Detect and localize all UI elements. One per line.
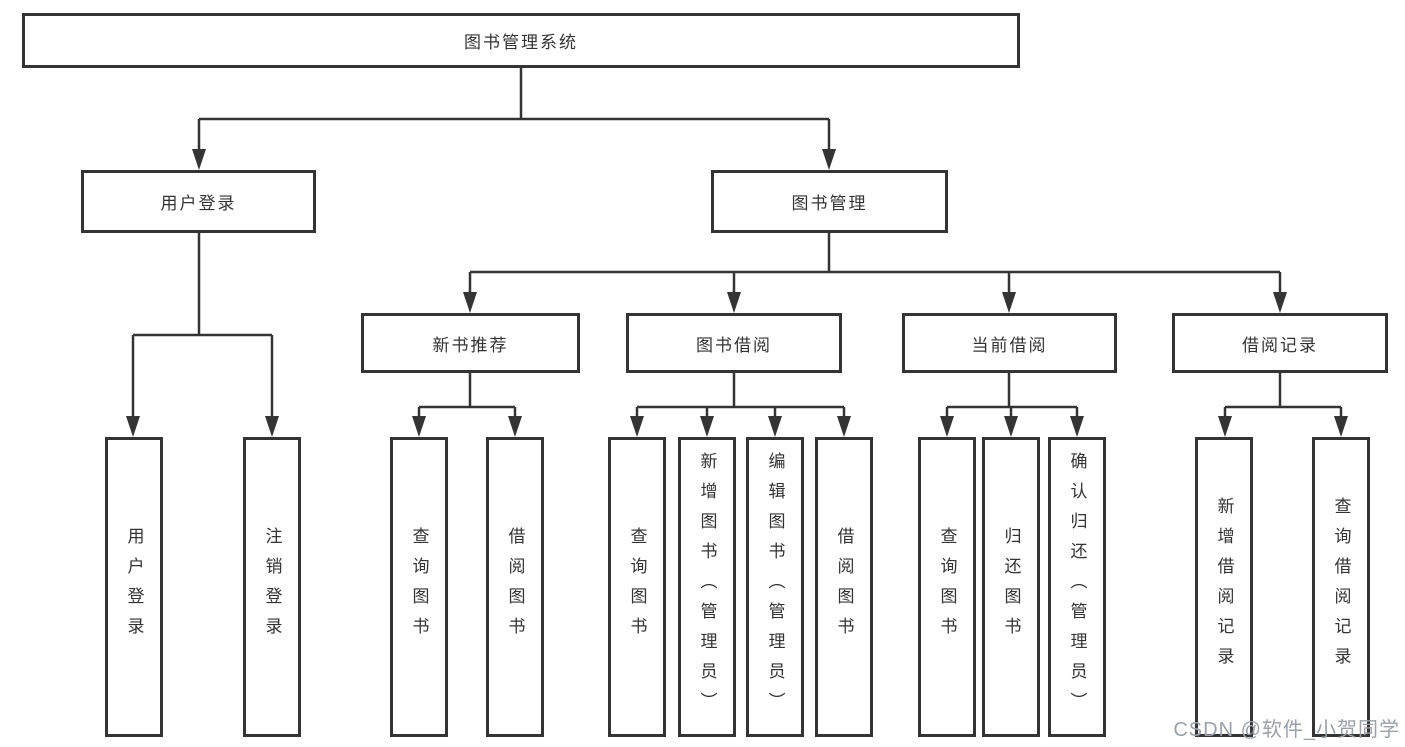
node-user-login: 用户登录: [81, 170, 316, 233]
arrow-icon: [1218, 416, 1232, 437]
connector-new-book-group: [417, 373, 517, 418]
connector-user-login-group: [131, 233, 274, 418]
arrow-icon: [508, 416, 522, 437]
leaf-borrow-book: 借阅图书: [815, 437, 873, 737]
arrow-icon: [412, 416, 426, 437]
leaf-label: 归还图书: [1001, 527, 1021, 647]
node-label: 当前借阅: [971, 335, 1048, 355]
leaf-label: 确认归还（管理员）: [1067, 452, 1087, 722]
node-label: 图书管理系统: [464, 33, 578, 52]
leaf-label: 借阅图书: [834, 527, 854, 647]
arrow-icon: [1273, 292, 1287, 313]
leaf-label: 借阅图书: [505, 527, 525, 647]
node-current-borrow: 当前借阅: [902, 313, 1117, 373]
leaf-query-book-current: 查询图书: [918, 437, 976, 737]
leaf-edit-book-admin: 编辑图书（管理员）: [746, 437, 804, 737]
arrow-icon: [463, 292, 477, 313]
arrow-icon: [1004, 416, 1018, 437]
node-label: 图书管理: [791, 194, 868, 213]
arrow-icon: [192, 149, 206, 170]
arrow-icon: [630, 416, 644, 437]
node-borrow-record: 借阅记录: [1172, 313, 1388, 373]
leaf-query-book-recommend: 查询图书: [390, 437, 448, 737]
leaf-label: 用户登录: [124, 527, 144, 647]
leaf-query-book-borrow: 查询图书: [608, 437, 666, 737]
leaf-add-borrow-record: 新增借阅记录: [1195, 437, 1253, 737]
node-new-book-recommend: 新书推荐: [361, 313, 580, 373]
arrow-icon: [940, 416, 954, 437]
connector-root-to-level2: [197, 65, 831, 151]
csdn-watermark: CSDN @软件_小贺同学: [1173, 719, 1400, 741]
arrow-icon: [700, 416, 714, 437]
leaf-add-book-admin: 新增图书（管理员）: [678, 437, 736, 737]
connector-borrow-record-group: [1223, 373, 1343, 418]
arrow-icon: [1002, 292, 1016, 313]
leaf-borrow-book-recommend: 借阅图书: [486, 437, 544, 737]
leaf-label: 新增图书（管理员）: [697, 452, 717, 722]
connector-current-borrow-group: [945, 373, 1079, 418]
node-book-borrow: 图书借阅: [626, 313, 842, 373]
leaf-return-book: 归还图书: [982, 437, 1040, 737]
arrow-icon: [837, 416, 851, 437]
arrow-icon: [265, 416, 279, 437]
arrow-icon: [727, 292, 741, 313]
node-label: 用户登录: [160, 194, 237, 213]
leaf-label: 查询图书: [409, 527, 429, 647]
leaf-query-borrow-record: 查询借阅记录: [1312, 437, 1370, 737]
leaf-confirm-return-admin: 确认归还（管理员）: [1048, 437, 1106, 737]
arrow-icon: [1334, 416, 1348, 437]
leaf-label: 查询借阅记录: [1331, 497, 1351, 677]
leaf-label: 注销登录: [262, 527, 282, 647]
leaf-user-login: 用户登录: [105, 437, 163, 737]
leaf-label: 编辑图书（管理员）: [765, 452, 785, 722]
node-label: 新书推荐: [432, 335, 509, 355]
leaf-label: 新增借阅记录: [1214, 497, 1234, 677]
node-book-management: 图书管理: [711, 170, 948, 233]
connector-book-borrow-group: [635, 373, 846, 418]
node-label: 借阅记录: [1242, 335, 1318, 355]
leaf-label: 查询图书: [937, 527, 957, 647]
leaf-label: 查询图书: [627, 527, 647, 647]
arrow-icon: [1070, 416, 1084, 437]
node-label: 图书借阅: [696, 335, 772, 355]
connector-book-mgmt-group: [468, 233, 1282, 294]
node-root-system: 图书管理系统: [22, 13, 1020, 68]
arrow-icon: [822, 149, 836, 170]
leaf-logout: 注销登录: [243, 437, 301, 737]
arrow-icon: [768, 416, 782, 437]
arrowheads: [126, 149, 1348, 437]
arrow-icon: [126, 416, 140, 437]
